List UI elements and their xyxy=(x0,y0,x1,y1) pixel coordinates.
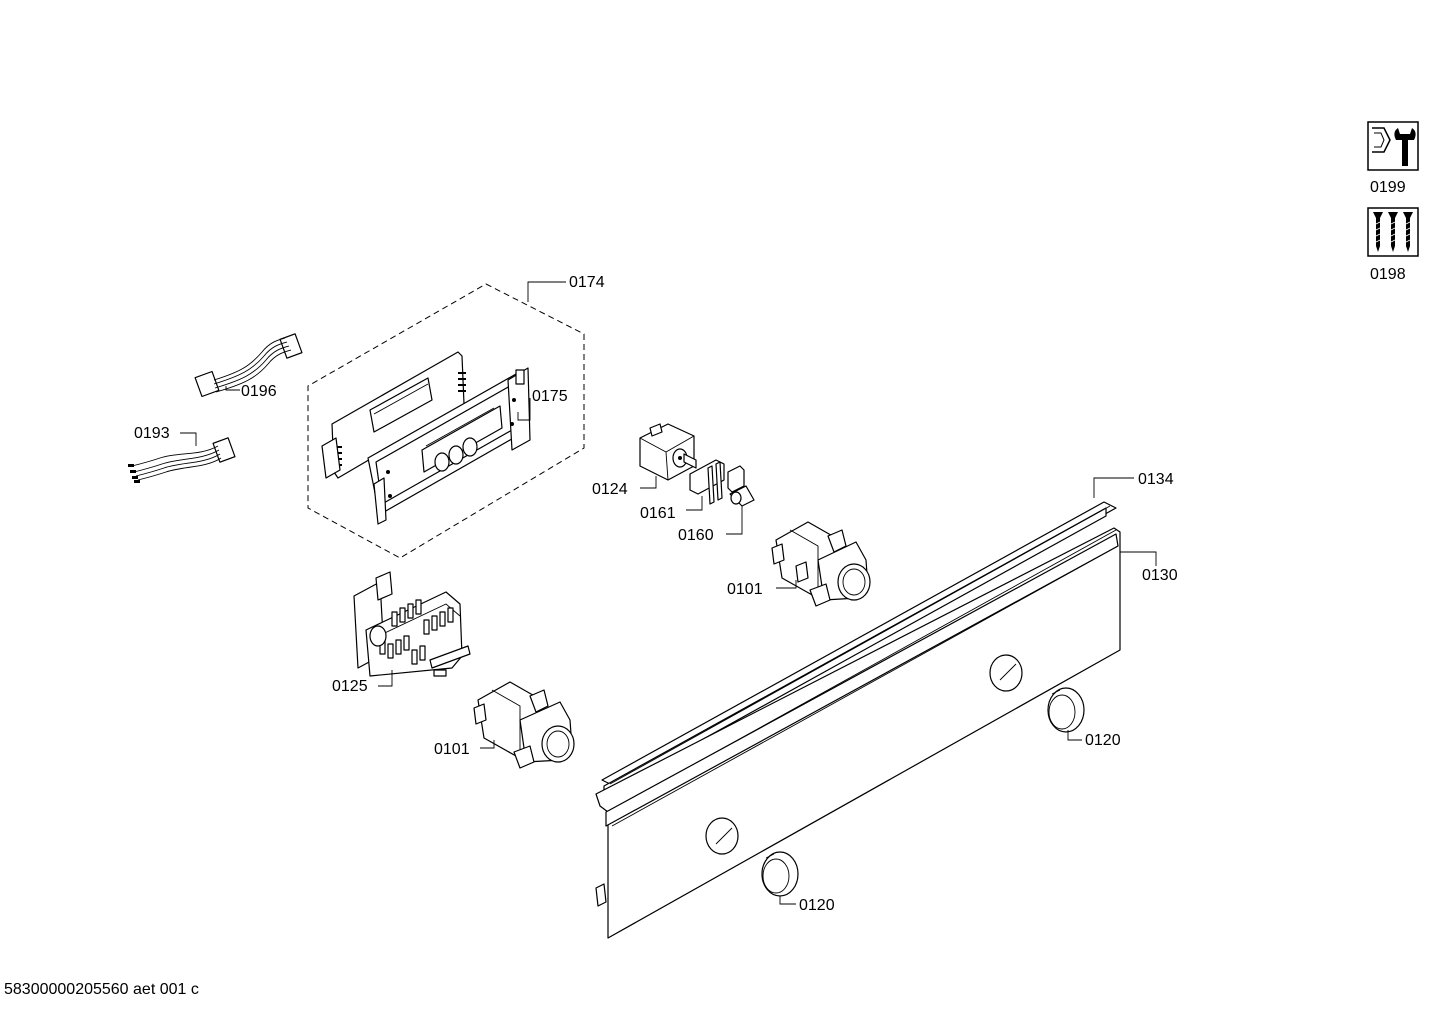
knob-adapter-0160 xyxy=(729,485,755,507)
tool-kit-icon xyxy=(1367,121,1419,171)
knob-holder-0101-upper xyxy=(771,521,871,607)
knob-holder-0101-lower xyxy=(473,681,575,769)
electronic-module-0175 xyxy=(321,351,531,525)
assembly-outline-0174 xyxy=(307,283,585,559)
ring-0120-right xyxy=(1047,687,1085,733)
label-0193: 0193 xyxy=(134,425,170,442)
bracket-0161 xyxy=(689,459,745,505)
label-0196: 0196 xyxy=(241,383,277,400)
label-0101-upper: 0101 xyxy=(727,581,763,598)
ring-0120-lower xyxy=(761,851,799,897)
label-0125: 0125 xyxy=(332,678,368,695)
drawing-id: 58300000205560 aet 001 c xyxy=(4,981,199,998)
trim-strip-0134 xyxy=(601,501,1117,795)
label-0130: 0130 xyxy=(1142,567,1178,584)
selector-switch-0125 xyxy=(353,571,471,677)
rotary-switch-0124 xyxy=(639,423,697,481)
label-0199: 0199 xyxy=(1370,179,1406,196)
label-0174: 0174 xyxy=(569,274,605,291)
label-0175: 0175 xyxy=(532,388,568,405)
label-0120-right: 0120 xyxy=(1085,732,1121,749)
wire-harness-0196 xyxy=(194,333,303,398)
label-0134: 0134 xyxy=(1138,471,1174,488)
label-0120-lower: 0120 xyxy=(799,897,835,914)
label-0124: 0124 xyxy=(592,481,628,498)
screws-icon xyxy=(1367,207,1419,257)
control-panel-0130 xyxy=(595,527,1121,939)
wire-harness-0193 xyxy=(128,437,236,483)
label-0161: 0161 xyxy=(640,505,676,522)
label-0160: 0160 xyxy=(678,527,714,544)
label-0101-lower: 0101 xyxy=(434,741,470,758)
label-0198: 0198 xyxy=(1370,266,1406,283)
